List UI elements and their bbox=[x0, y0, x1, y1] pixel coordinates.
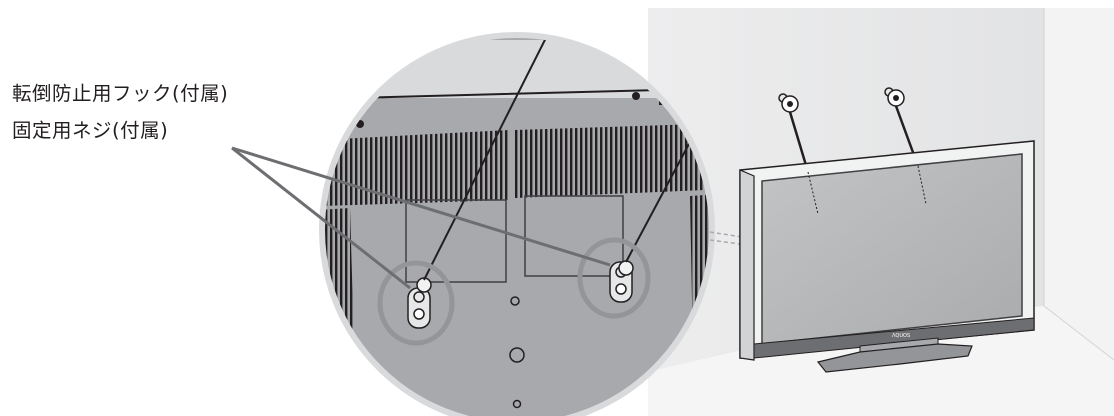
leader-lines bbox=[231, 146, 611, 290]
brand-mark: ΛQUOS bbox=[892, 333, 910, 339]
vent-left-top bbox=[322, 130, 510, 206]
hook-left bbox=[407, 277, 432, 329]
vent-right-top bbox=[515, 124, 705, 198]
wall-anchor-left bbox=[778, 93, 810, 173]
magnified-back-view bbox=[319, 32, 715, 416]
hook-right bbox=[609, 260, 634, 303]
hook-label: 転倒防止用フック(付属) bbox=[12, 82, 229, 105]
television: ΛQUOS bbox=[739, 87, 1035, 373]
tv-screen bbox=[761, 153, 1023, 345]
highlight-ring-right bbox=[577, 237, 651, 319]
highlight-ring-left bbox=[377, 260, 455, 346]
screw-label: 固定用ネジ(付属) bbox=[12, 119, 169, 142]
